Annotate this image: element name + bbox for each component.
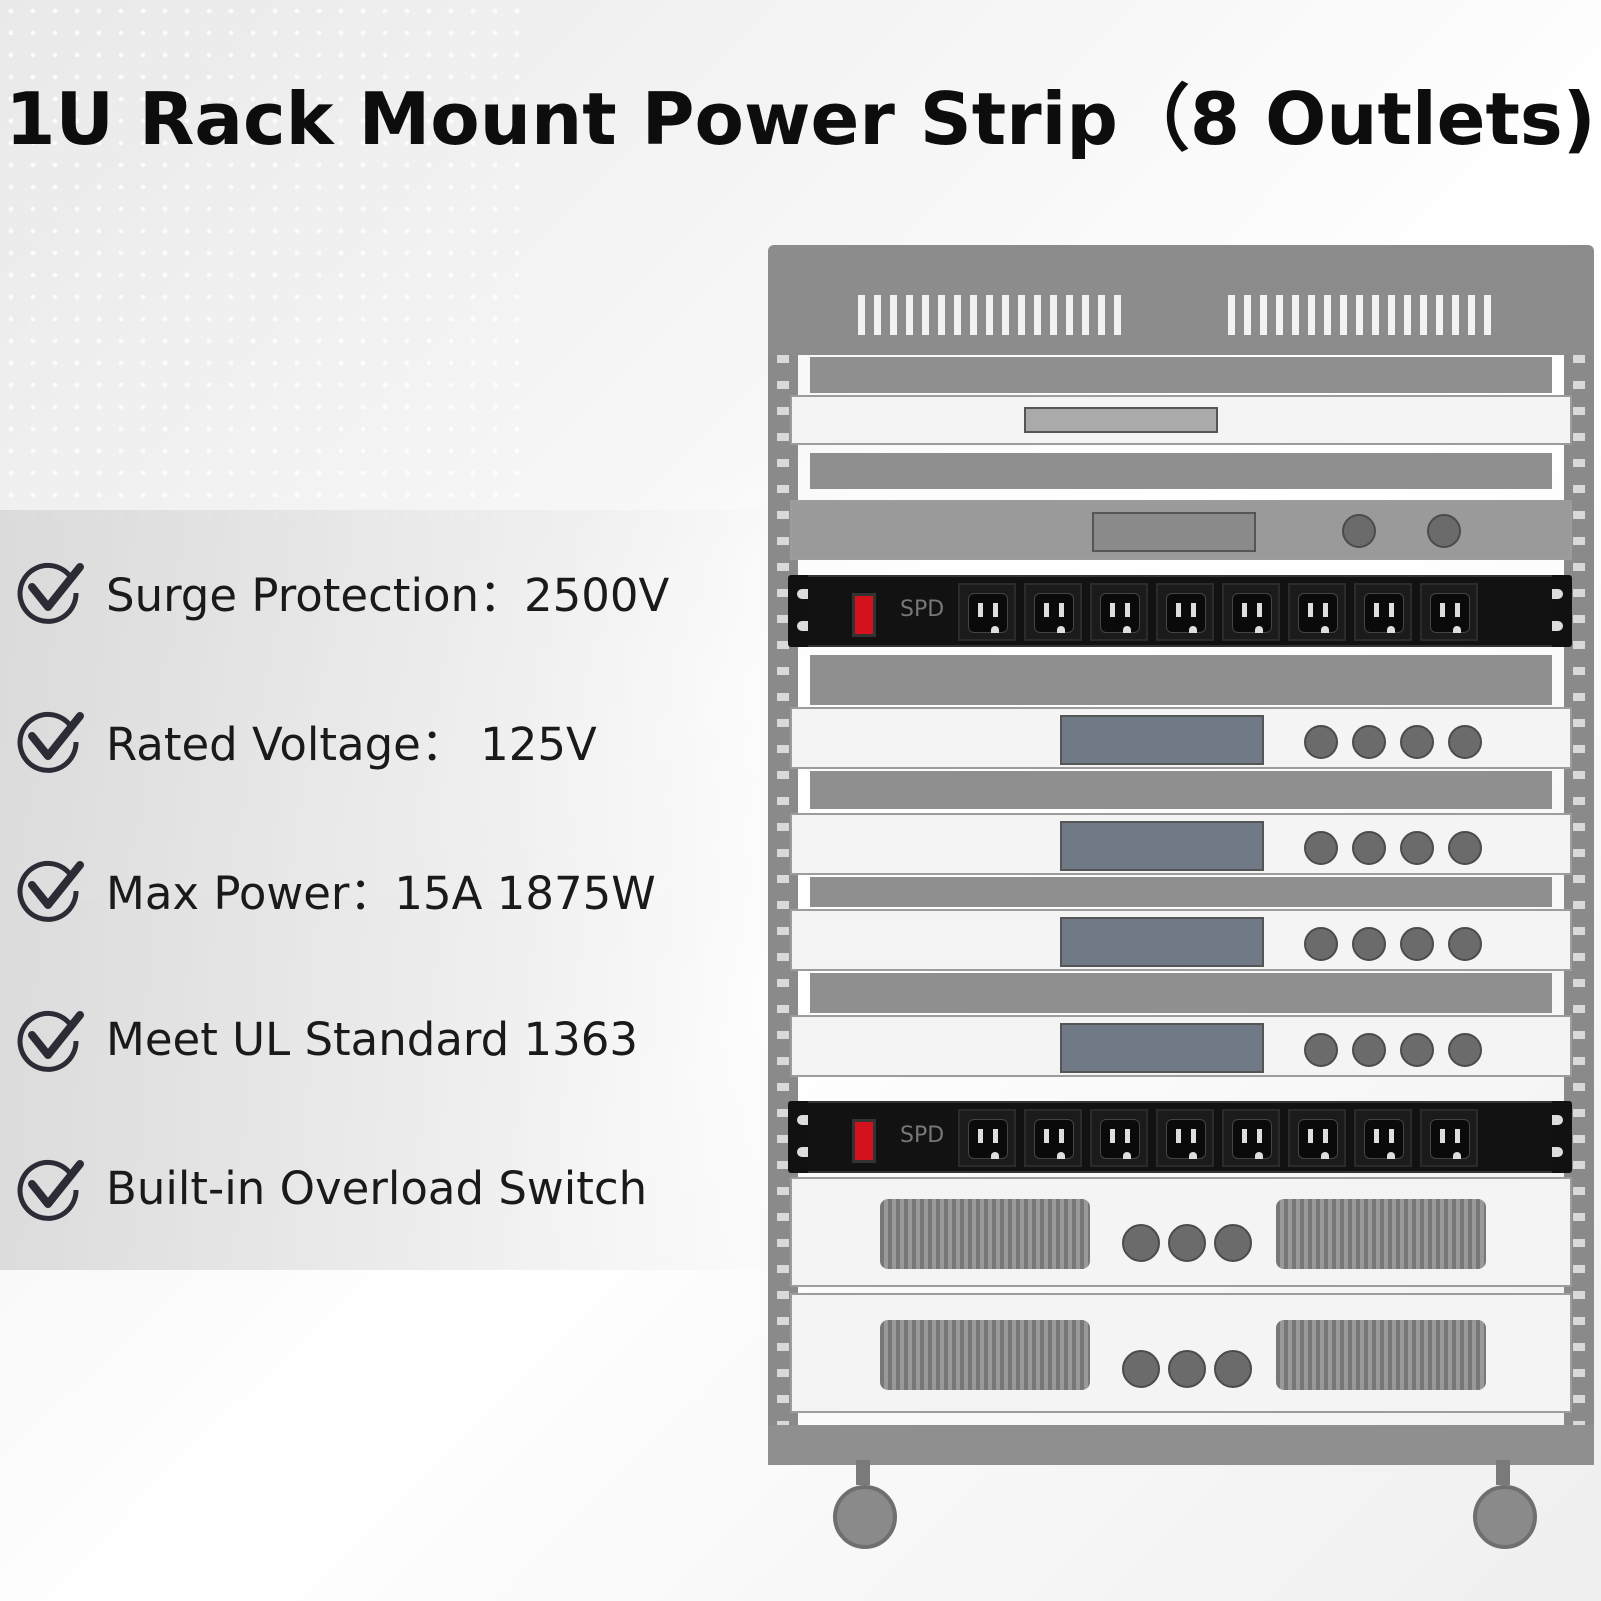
outlet [1024, 583, 1082, 641]
knob [1352, 1033, 1386, 1067]
grille [880, 1320, 1090, 1390]
vent-left [858, 295, 1128, 335]
knob [1448, 725, 1482, 759]
rack-unit [790, 395, 1572, 445]
grille [1276, 1320, 1486, 1390]
rack-shelf [810, 357, 1552, 393]
outlet [1222, 583, 1280, 641]
knob [1352, 725, 1386, 759]
rack-unit [790, 500, 1572, 560]
server-rack-illustration: SPD [768, 245, 1594, 1549]
outlet [1288, 1109, 1346, 1167]
feature-text: Meet UL Standard 1363 [106, 1012, 639, 1066]
feature-text: Max Power：15A 1875W [106, 866, 656, 920]
amplifier-unit [790, 1293, 1572, 1413]
outlet [1288, 583, 1346, 641]
vent-right [1228, 295, 1498, 335]
rack-shelf [810, 453, 1552, 489]
knob [1304, 927, 1338, 961]
rack-unit [790, 813, 1572, 875]
feature-text: Built-in Overload Switch [106, 1161, 648, 1215]
outlet [1354, 583, 1412, 641]
knob [1448, 1033, 1482, 1067]
rack-unit [790, 1015, 1572, 1077]
rack-shelf [810, 771, 1552, 809]
knob [1342, 514, 1376, 548]
knob [1352, 831, 1386, 865]
display [1060, 1023, 1264, 1073]
knob [1400, 1033, 1434, 1067]
led-row [1024, 407, 1218, 433]
outlet [958, 1109, 1016, 1167]
display [1060, 821, 1264, 871]
amplifier-unit [790, 1177, 1572, 1287]
knob [1122, 1224, 1160, 1262]
power-switch [852, 1119, 876, 1163]
knob [1304, 725, 1338, 759]
knob [1400, 725, 1434, 759]
outlet [1156, 1109, 1214, 1167]
feature-text: Surge Protection：2500V [106, 568, 670, 622]
feature-item: Built-in Overload Switch [14, 1153, 647, 1223]
grille [1276, 1199, 1486, 1269]
knob [1448, 927, 1482, 961]
rack-base [768, 1425, 1594, 1465]
caster-wheel [828, 1460, 898, 1549]
outlet [1156, 583, 1214, 641]
rack-shelf [810, 877, 1552, 907]
page-title: 1U Rack Mount Power Strip（8 Outlets) [5, 77, 1596, 161]
feature-item: Max Power：15A 1875W [14, 854, 656, 924]
rack-unit [790, 909, 1572, 971]
display [1060, 715, 1264, 765]
outlet [1090, 1109, 1148, 1167]
knob [1427, 514, 1461, 548]
feature-text: Rated Voltage： 125V [106, 717, 597, 771]
knob [1168, 1350, 1206, 1388]
outlet [1420, 583, 1478, 641]
rack-top-panel [768, 245, 1594, 355]
checkmark-icon [17, 860, 84, 922]
caster-wheel [1468, 1460, 1538, 1549]
feature-item: Meet UL Standard 1363 [14, 1004, 638, 1074]
spd-label: SPD [900, 1123, 945, 1148]
power-switch [852, 593, 876, 637]
power-strip-lower: SPD [788, 1101, 1572, 1173]
knob [1400, 927, 1434, 961]
spd-label: SPD [900, 597, 945, 622]
feature-item: Surge Protection：2500V [14, 556, 669, 626]
knob [1214, 1224, 1252, 1262]
display [1060, 917, 1264, 967]
knob [1168, 1224, 1206, 1262]
power-strip-body: SPD [808, 575, 1552, 647]
outlet [958, 583, 1016, 641]
display [1092, 512, 1256, 552]
rack-shelf [810, 973, 1552, 1013]
grille [880, 1199, 1090, 1269]
outlet [1222, 1109, 1280, 1167]
knob [1400, 831, 1434, 865]
rack-unit [790, 707, 1572, 769]
outlet [1090, 583, 1148, 641]
knob [1448, 831, 1482, 865]
checkmark-icon [17, 711, 84, 773]
knob [1304, 831, 1338, 865]
checkmark-icon [17, 1159, 84, 1221]
feature-band [0, 510, 780, 1270]
outlet [1024, 1109, 1082, 1167]
power-strip-body: SPD [808, 1101, 1552, 1173]
feature-item: Rated Voltage： 125V [14, 705, 597, 775]
knob [1214, 1350, 1252, 1388]
checkmark-icon [17, 1010, 84, 1072]
outlet [1420, 1109, 1478, 1167]
outlet [1354, 1109, 1412, 1167]
knob [1122, 1350, 1160, 1388]
power-strip-upper: SPD [788, 575, 1572, 647]
rack-shelf [810, 655, 1552, 705]
knob [1304, 1033, 1338, 1067]
checkmark-icon [17, 562, 84, 624]
knob [1352, 927, 1386, 961]
